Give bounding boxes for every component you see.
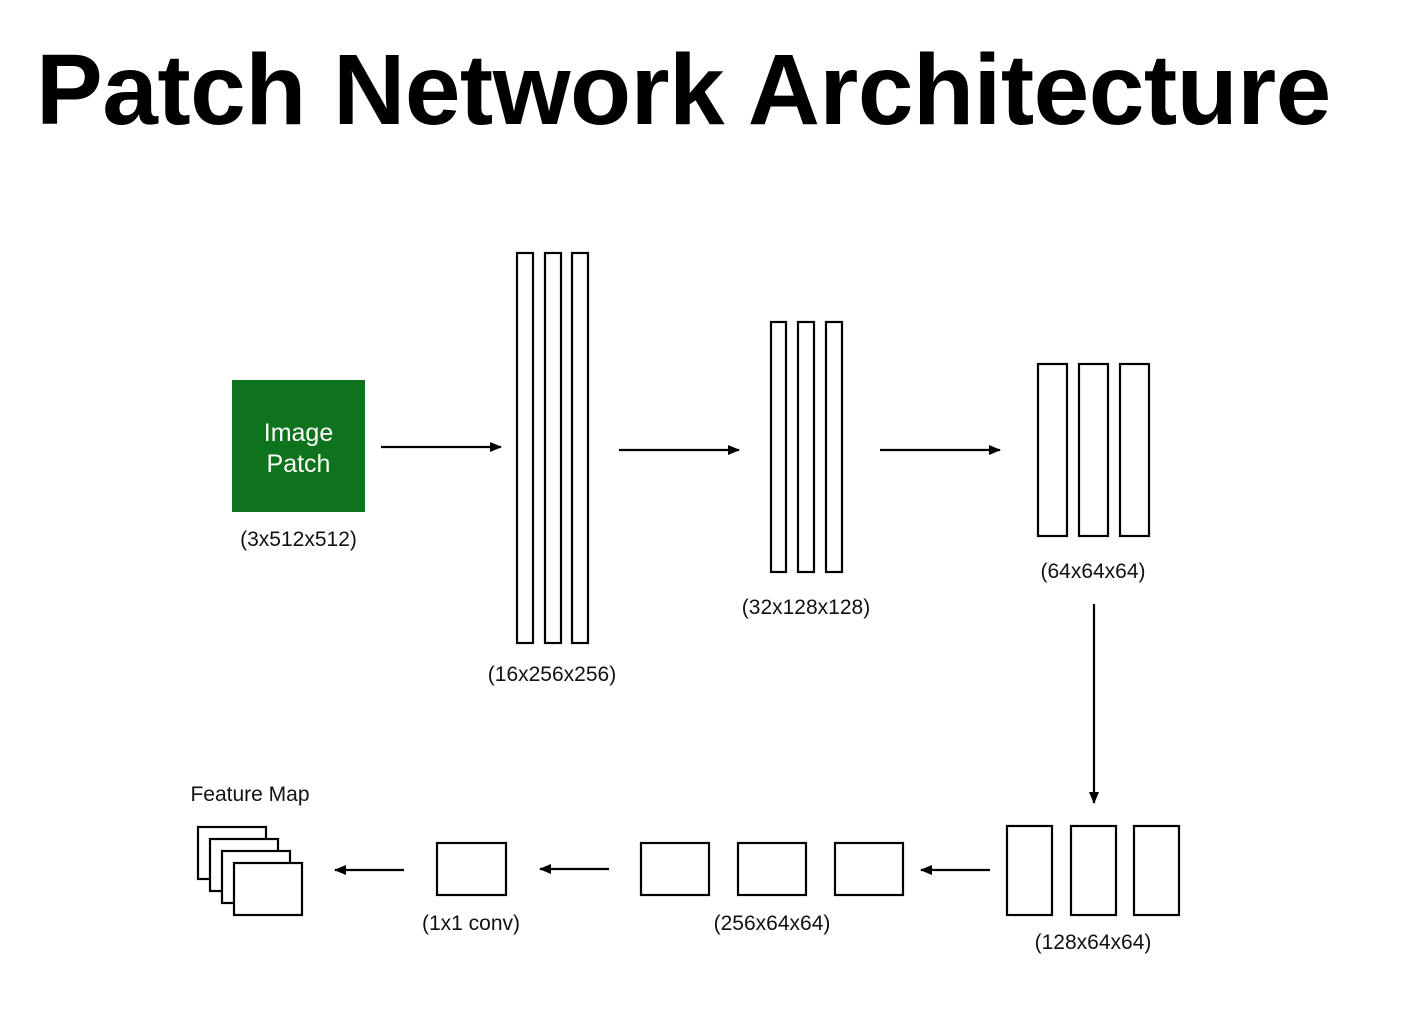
layer4-shape-label: (128x64x64) <box>1035 931 1152 954</box>
layer4-block-3 <box>1132 824 1181 917</box>
feature-map-label: Feature Map <box>190 783 309 806</box>
feature-map-stack <box>196 825 304 917</box>
layer4-block-2 <box>1069 824 1118 917</box>
layer2-shape-label: (32x128x128) <box>742 596 870 619</box>
conv-block <box>435 841 508 897</box>
layer5-blocks <box>639 841 905 897</box>
image-patch-block <box>232 380 365 512</box>
layer1-block-1 <box>515 251 535 645</box>
layer4-blocks <box>1005 824 1181 917</box>
layer2-blocks <box>769 320 844 574</box>
layer5-block-2 <box>736 841 808 897</box>
layer1-block-2 <box>543 251 563 645</box>
layer2-block-3 <box>824 320 844 574</box>
image-patch-label-line2: Patch <box>267 450 331 478</box>
conv-shape-label: (1x1 conv) <box>422 912 520 935</box>
layer5-block-1 <box>639 841 711 897</box>
layer1-shape-label: (16x256x256) <box>488 663 616 686</box>
layer3-blocks <box>1036 362 1151 538</box>
layer5-block-3 <box>833 841 905 897</box>
layer5-shape-label: (256x64x64) <box>714 912 831 935</box>
slide-title: Patch Network Architecture <box>36 34 1331 146</box>
feature-map-sheet-4 <box>232 861 304 917</box>
layer3-block-3 <box>1118 362 1151 538</box>
layer4-block-1 <box>1005 824 1054 917</box>
layer3-block-2 <box>1077 362 1110 538</box>
layer3-block-1 <box>1036 362 1069 538</box>
layer2-block-2 <box>796 320 816 574</box>
layer1-block-3 <box>570 251 590 645</box>
layer2-block-1 <box>769 320 788 574</box>
layer1-blocks <box>515 251 590 645</box>
layer3-shape-label: (64x64x64) <box>1040 560 1145 583</box>
image-patch-label-line1: Image <box>264 419 333 447</box>
input-shape-label: (3x512x512) <box>240 528 357 551</box>
